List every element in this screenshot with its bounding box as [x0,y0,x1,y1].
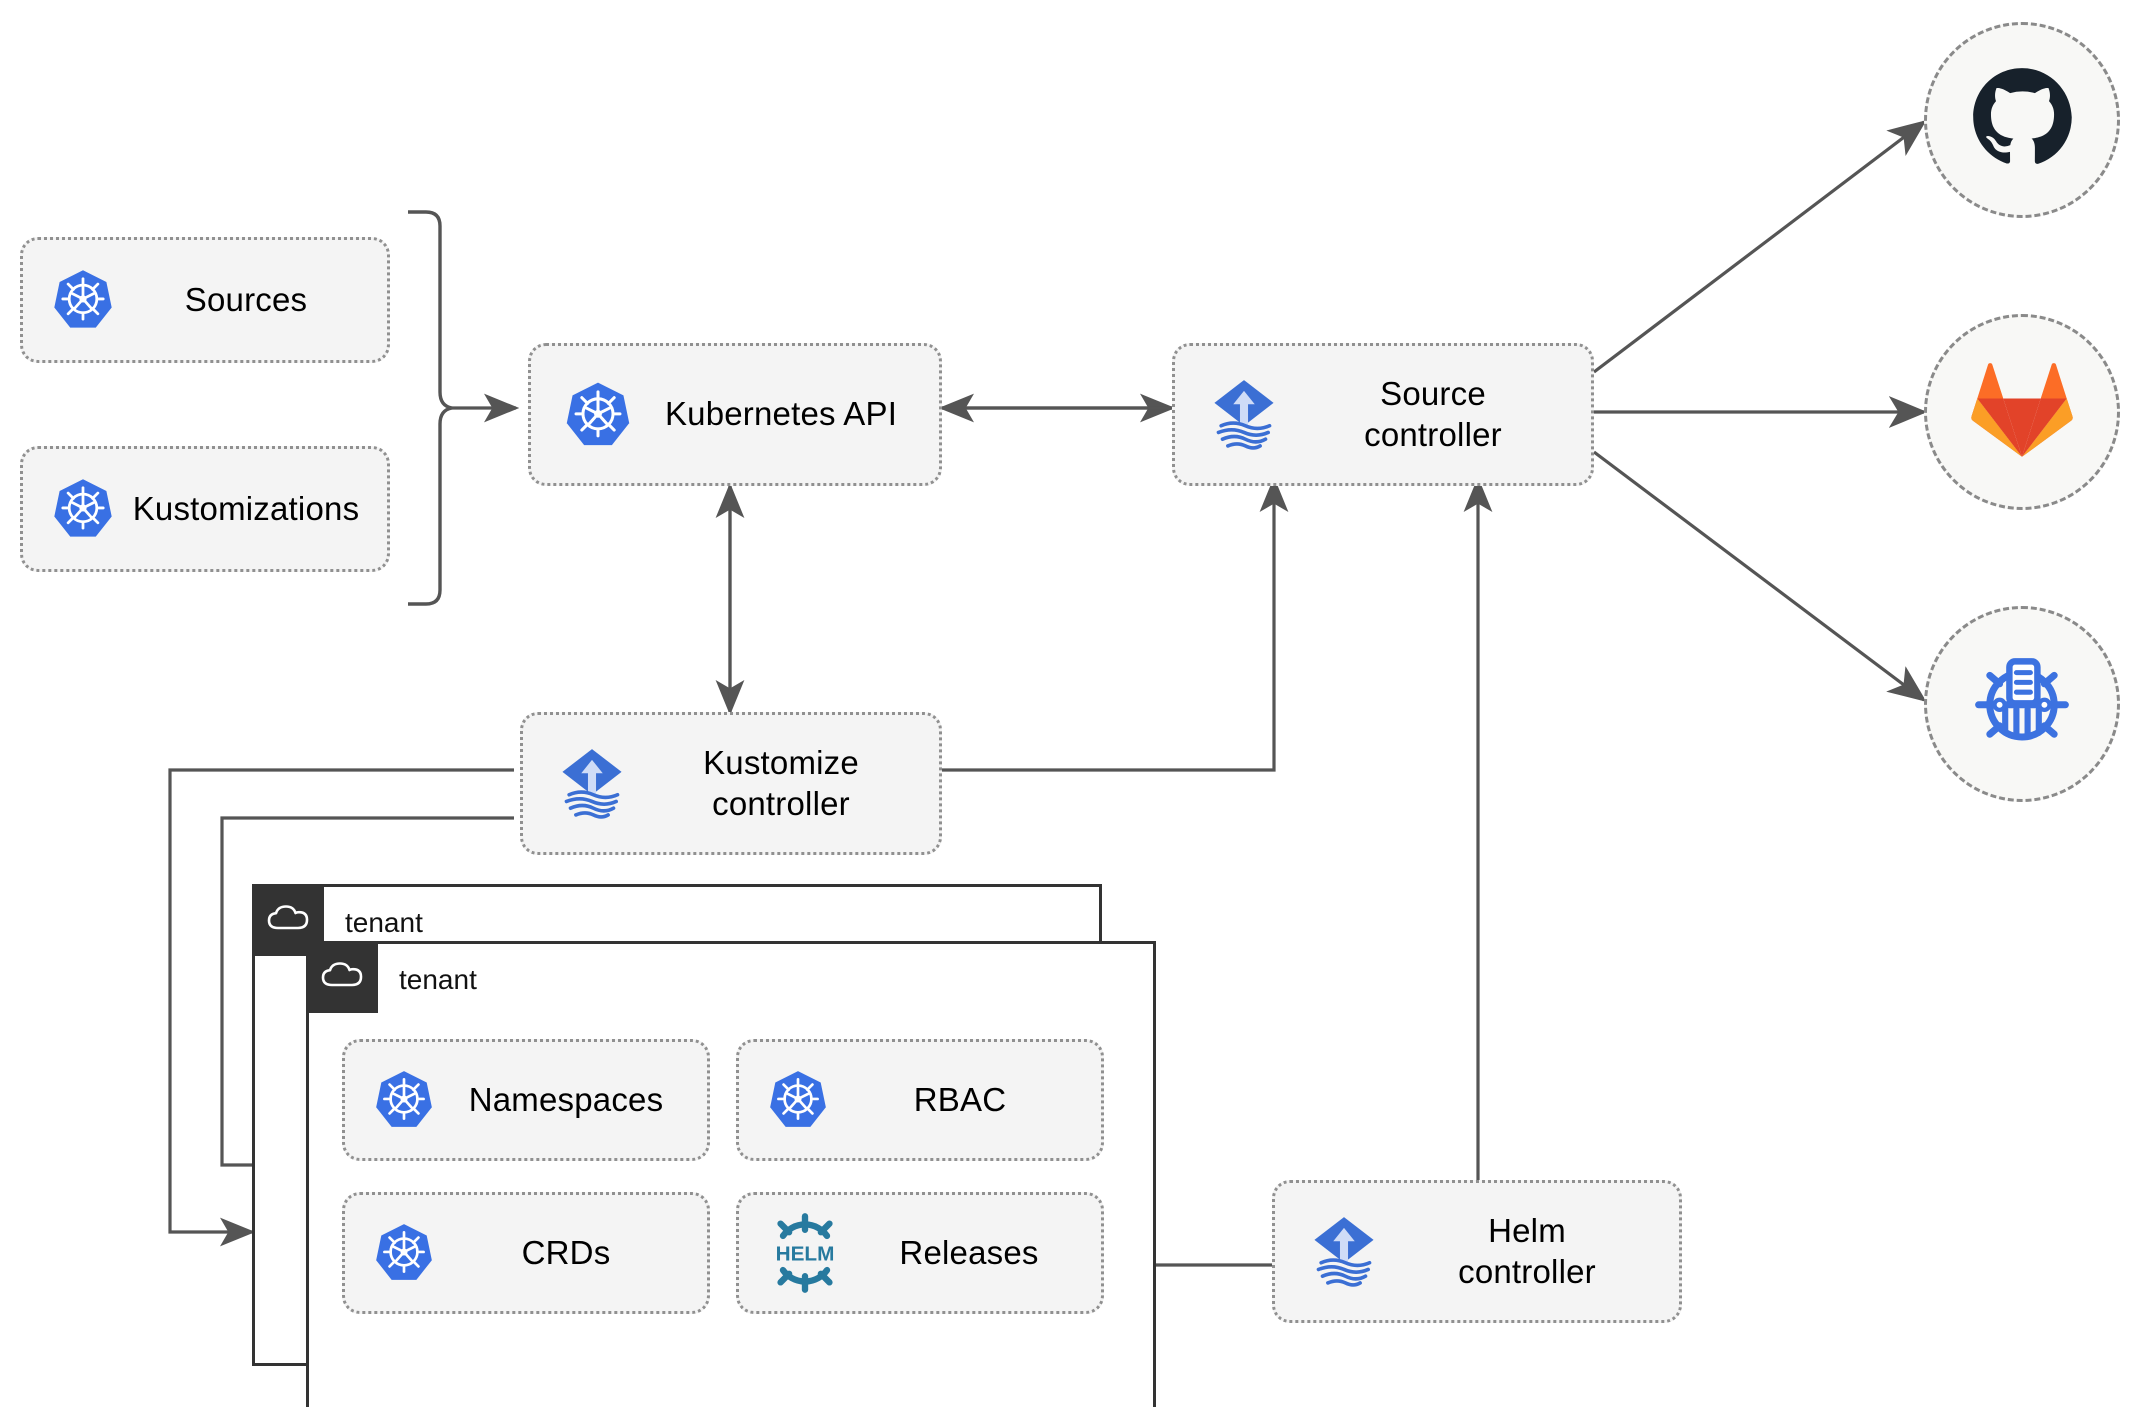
node-releases[interactable]: HELM Releases [736,1192,1104,1314]
node-crds-label: CRDs [521,1233,611,1271]
node-crds[interactable]: CRDs [342,1192,710,1314]
source-controller-line1: Source [1380,375,1486,413]
node-releases-label: Releases [899,1233,1039,1271]
helm-repository-icon [1966,646,2078,763]
node-kustomizations-label: Kustomizations [132,489,360,527]
helm-controller-line2: controller [1458,1252,1596,1290]
kubernetes-icon [561,378,635,452]
flux-icon [549,741,635,827]
node-kubernetes-api[interactable]: Kubernetes API [528,343,942,486]
kubernetes-icon [371,1067,437,1133]
kubernetes-icon [49,475,117,543]
endpoint-gitlab[interactable] [1924,314,2120,510]
endpoint-helm-repository[interactable] [1924,606,2120,802]
helm-icon: HELM [761,1209,849,1297]
gitlab-icon [1970,358,2074,467]
group-brace [408,210,453,606]
node-helm-controller-label: Helm controller [1387,1211,1679,1292]
cloud-icon [266,903,310,938]
node-helm-controller[interactable]: Helm controller [1272,1180,1682,1323]
kustomize-controller-line1: Kustomize [703,744,859,782]
tenant-inner-label: tenant [399,964,477,995]
node-sources[interactable]: Sources [20,237,390,363]
cloud-icon [320,960,364,995]
kubernetes-icon [49,266,117,334]
flux-icon [1301,1209,1387,1295]
endpoint-github[interactable] [1924,22,2120,218]
kubernetes-icon [765,1067,831,1133]
tenant-inner-tab [306,941,378,1013]
kubernetes-icon [371,1220,437,1286]
tenant-outer-label: tenant [345,907,423,938]
node-source-controller[interactable]: Source controller [1172,343,1594,486]
github-icon [1970,66,2074,175]
node-rbac[interactable]: RBAC [736,1039,1104,1161]
node-kubernetes-api-label: Kubernetes API [664,395,898,433]
edge-source-to-helm-repo [1593,450,1927,702]
node-rbac-label: RBAC [913,1080,1007,1118]
node-sources-label: Sources [184,280,308,318]
node-kustomizations[interactable]: Kustomizations [20,446,390,572]
node-kustomize-controller[interactable]: Kustomize controller [520,712,942,855]
node-source-controller-label: Source controller [1287,374,1591,455]
helm-wordmark: HELM [776,1242,835,1265]
edge-source-to-github [1593,120,1927,374]
source-controller-line2: controller [1364,415,1502,453]
kustomize-controller-line2: controller [712,784,850,822]
flux-icon [1201,372,1287,458]
node-kustomize-controller-label: Kustomize controller [635,743,939,824]
node-namespaces[interactable]: Namespaces [342,1039,710,1161]
helm-controller-line1: Helm [1488,1212,1566,1250]
tenant-inner-container: tenant [306,941,1156,1407]
node-namespaces-label: Namespaces [468,1080,664,1118]
edge-kustomize-to-source [942,476,1289,772]
